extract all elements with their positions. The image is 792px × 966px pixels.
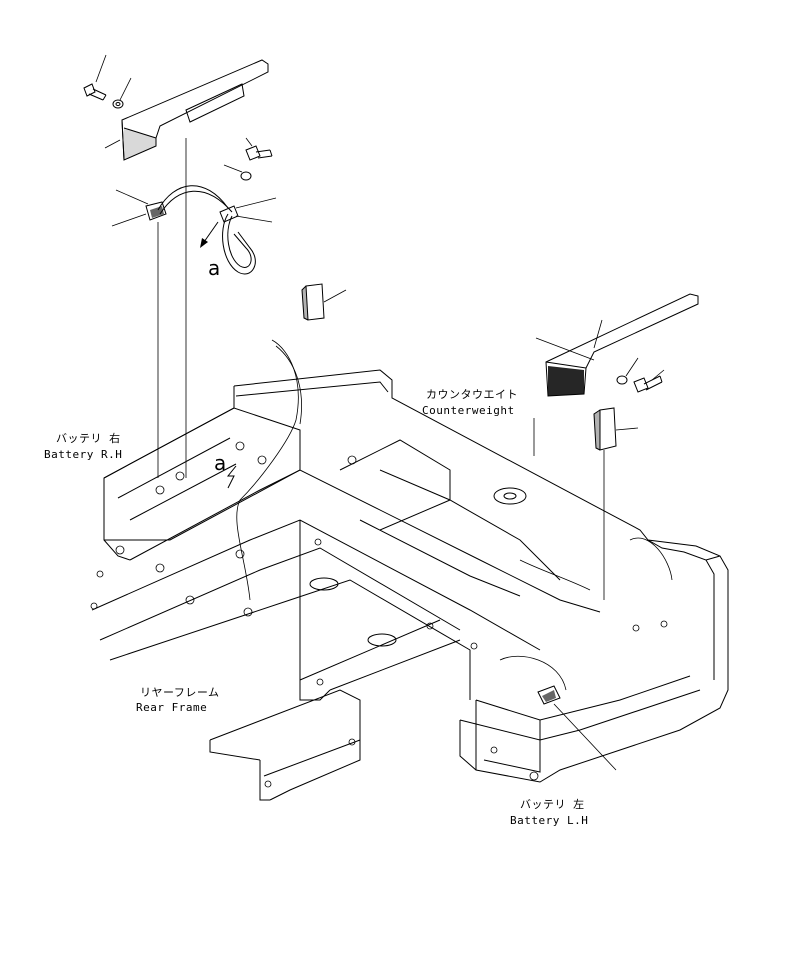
washer-top-left: [112, 77, 132, 109]
rear-frame-label-jp: リヤーフレーム: [140, 686, 220, 699]
bolt-center: [245, 137, 273, 161]
battery-rh-callout: バッテリ 右 Battery R.H: [44, 431, 122, 461]
washer-right: [616, 357, 639, 385]
battery-cable-rh: [111, 185, 277, 478]
battery-lh-callout: バッテリ 左 Battery L.H: [510, 798, 588, 827]
rear-frame-label-en: Rear Frame: [136, 701, 207, 714]
detail-a-lower-label: a: [214, 451, 226, 475]
rear-frame-callout: リヤーフレーム Rear Frame: [136, 686, 220, 714]
detail-arrow-upper: a: [200, 221, 220, 280]
washer-center: [223, 164, 252, 181]
rubber-block-right: [593, 407, 639, 600]
battery-cover-lh: [535, 293, 699, 397]
counterweight-label-jp: カウンタウエイト: [426, 388, 518, 401]
counterweight-callout: カウンタウエイト Counterweight: [422, 388, 535, 456]
battery-lh-label-en: Battery L.H: [510, 814, 588, 827]
battery-lh-label-jp: バッテリ 左: [520, 798, 585, 811]
counterweight-label-en: Counterweight: [422, 404, 515, 417]
battery-rh-label-jp: バッテリ 右: [56, 431, 121, 445]
battery-cover-rh: [104, 59, 269, 478]
detail-arrow-lower: a: [214, 451, 237, 489]
rear-frame: [90, 339, 729, 801]
bolt-top-left: [83, 54, 107, 101]
rubber-block-left: [301, 283, 347, 321]
detail-a-upper-label: a: [208, 256, 220, 280]
battery-rh-label-en: Battery R.H: [44, 448, 122, 461]
bolt-right: [633, 369, 665, 393]
battery-terminal-lh: [537, 685, 617, 771]
